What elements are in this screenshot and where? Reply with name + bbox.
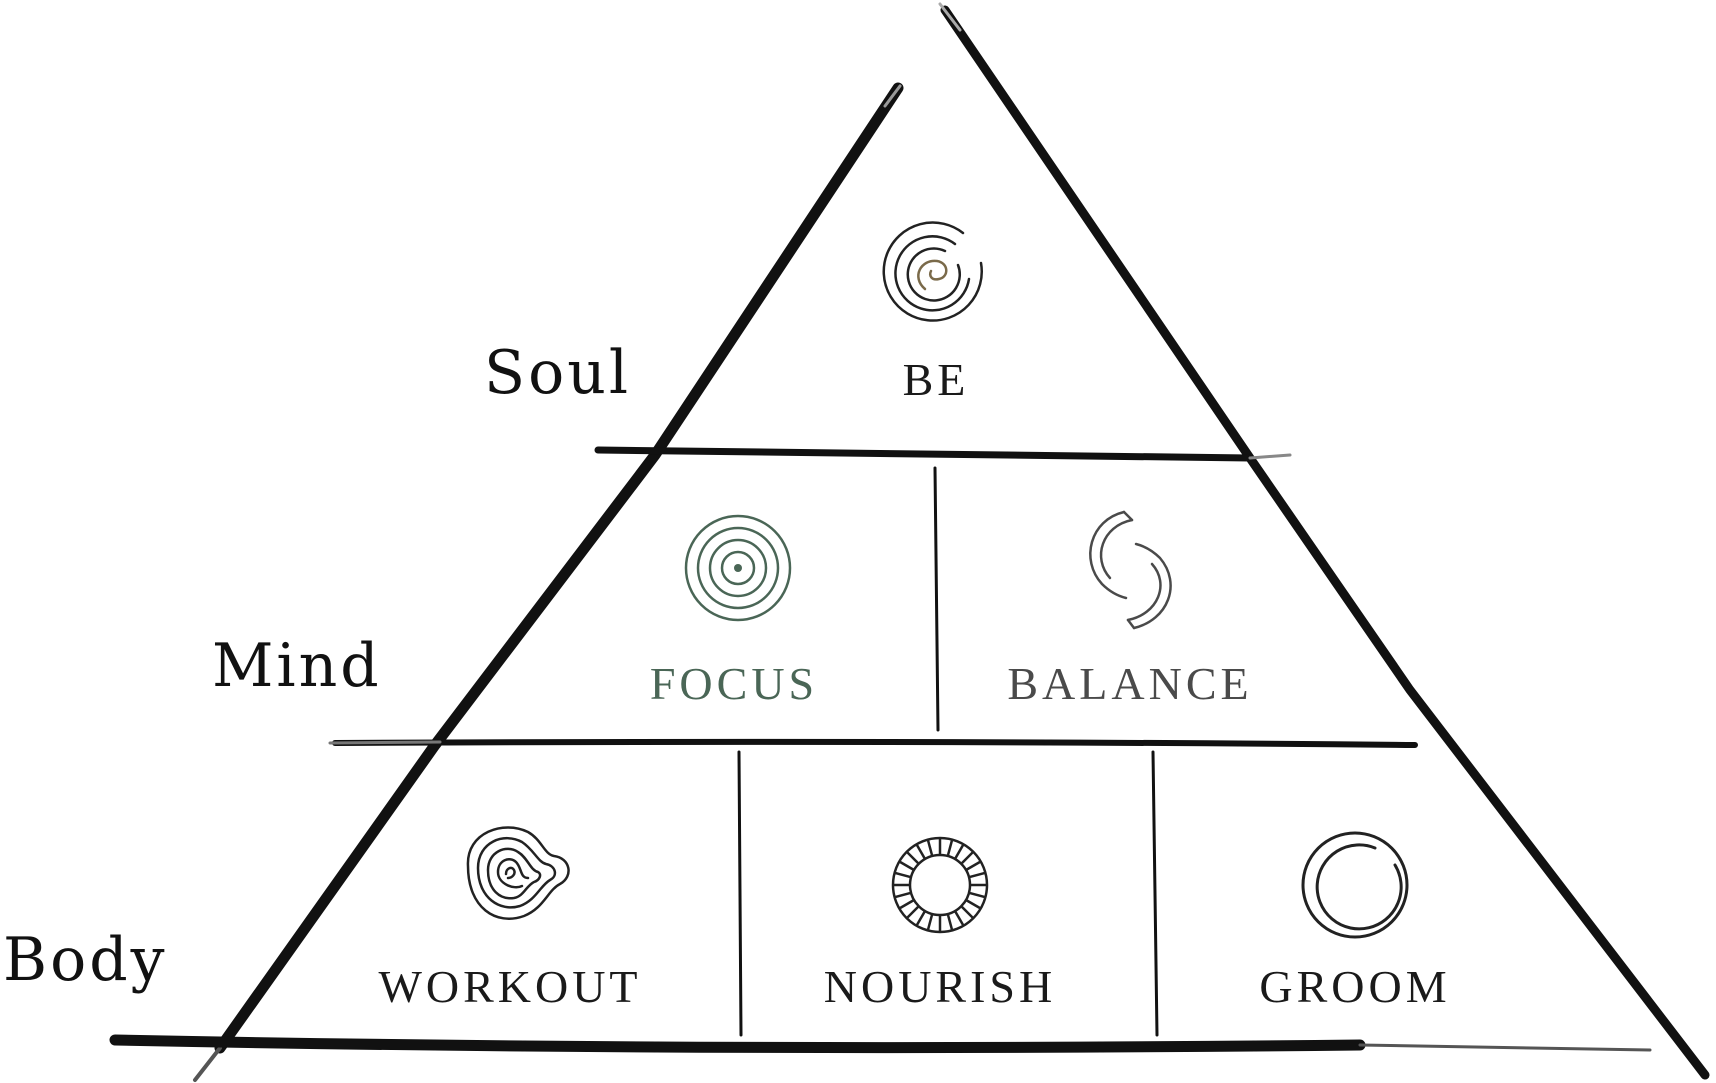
cell-workout: WORKOUT	[378, 826, 641, 1012]
sun-ring-spoke	[954, 911, 965, 926]
sun-ring-spoke	[906, 906, 919, 919]
sun-ring-spoke	[915, 911, 926, 926]
pyramid-left-edge-trail	[883, 84, 902, 108]
pyramid-left-edge	[214, 82, 904, 1054]
sun-ring-spoke	[926, 840, 934, 856]
divider-mind-body	[332, 738, 1418, 748]
concentric-circles-icon	[684, 514, 792, 622]
cell-label-balance: BALANCE	[1007, 658, 1252, 709]
divider-workout-nourish	[737, 750, 743, 1037]
sun-ring-spoke	[899, 860, 914, 871]
maze-spiral-icon	[466, 826, 570, 920]
cell-label-workout: WORKOUT	[378, 961, 641, 1012]
sun-ring-spoke	[899, 899, 914, 910]
sun-ring-spoke	[906, 851, 919, 864]
pyramid-right-edge-trail	[938, 2, 962, 32]
pyramid-left-edge-tail	[193, 1046, 222, 1082]
sun-ring-icon	[891, 836, 989, 934]
divider-soul-mind-trail	[1248, 453, 1292, 460]
cell-label-be: BE	[903, 354, 970, 405]
sun-ring-spoke	[961, 851, 974, 864]
divider-focus-balance	[933, 466, 940, 732]
cycle-arrows-icon	[1089, 510, 1172, 630]
cell-dividers	[737, 466, 1159, 1037]
sun-ring-spoke	[946, 914, 954, 930]
tier-label-body: Body	[3, 925, 168, 995]
sun-ring-spoke	[966, 860, 981, 871]
sun-ring-spoke	[969, 871, 985, 879]
cell-label-nourish: NOURISH	[824, 961, 1056, 1012]
double-ring-icon	[1301, 831, 1409, 939]
sun-ring-spoke	[954, 844, 965, 859]
sun-ring-spoke	[946, 840, 954, 856]
divider-base-trail	[1358, 1043, 1652, 1052]
cell-nourish: NOURISH	[824, 836, 1056, 1012]
divider-nourish-groom	[1151, 750, 1159, 1037]
cell-be: BE	[882, 221, 983, 405]
cell-groom: GROOM	[1259, 831, 1450, 1012]
sun-ring-spoke	[926, 914, 934, 930]
pyramid-right-edge	[940, 5, 1710, 1080]
divider-mind-body-trail	[328, 740, 442, 745]
divider-soul-mind	[594, 446, 1254, 462]
sun-ring-spoke	[895, 871, 911, 879]
spiral-icon	[882, 221, 983, 322]
cell-focus: FOCUS	[650, 514, 818, 709]
tier-label-soul: Soul	[484, 338, 631, 408]
cell-balance: BALANCE	[1007, 510, 1252, 709]
sun-ring-spoke	[961, 906, 974, 919]
pyramid-outline	[193, 2, 1710, 1082]
tier-label-mind: Mind	[212, 631, 382, 701]
sun-ring-spoke	[895, 891, 911, 899]
cell-label-groom: GROOM	[1259, 961, 1450, 1012]
cell-label-focus: FOCUS	[650, 658, 818, 709]
divider-base	[109, 1034, 1366, 1054]
sun-ring-spoke	[969, 891, 985, 899]
sun-ring-spoke	[966, 899, 981, 910]
sun-ring-spokes	[894, 839, 986, 931]
sun-ring-spoke	[915, 844, 926, 859]
tier-dividers	[109, 446, 1652, 1054]
